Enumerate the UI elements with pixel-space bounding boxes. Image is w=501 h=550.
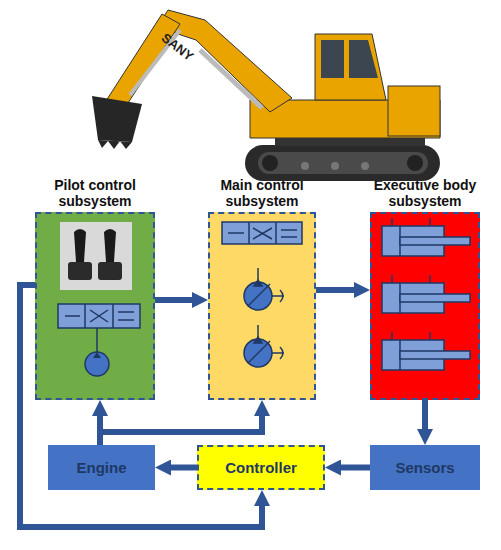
flow-arrow [422, 400, 428, 431]
cylinder-symbol [382, 218, 470, 256]
subsystem-box: Pilot control subsystem [35, 212, 155, 400]
flow-arrow [97, 414, 103, 445]
sensor-box: Sensors [370, 445, 480, 490]
controller-box: Controller [197, 445, 325, 490]
subsystem-box: Executive body subsystem [370, 212, 480, 400]
subsystem-heading: Pilot control subsystem [19, 177, 171, 209]
pump-symbol [244, 325, 284, 367]
flow-arrow [155, 297, 194, 303]
flow-arrow [339, 465, 370, 471]
flow-arrow [20, 285, 262, 527]
pump-symbol [244, 268, 284, 310]
valve-symbol [58, 304, 140, 328]
brand-text: SANY [159, 30, 197, 64]
excavator-illustration [92, 10, 440, 181]
subsystem-heading: Main control subsystem [192, 177, 332, 209]
cylinder-symbol [382, 275, 470, 313]
box-label: Engine [76, 459, 126, 476]
cylinder-symbol [382, 332, 470, 370]
flow-arrow [169, 465, 197, 471]
box-label: Controller [225, 459, 297, 476]
flow-arrow [100, 414, 262, 445]
valve-symbol [222, 222, 302, 244]
engine-box: Engine [48, 445, 155, 490]
box-label: Sensors [395, 459, 454, 476]
subsystem-box: Main control subsystem [208, 212, 316, 400]
pump-symbol [85, 328, 109, 376]
subsystem-heading: Executive body subsystem [354, 177, 496, 209]
flow-arrow [316, 287, 356, 293]
joystick-photo [60, 222, 132, 290]
